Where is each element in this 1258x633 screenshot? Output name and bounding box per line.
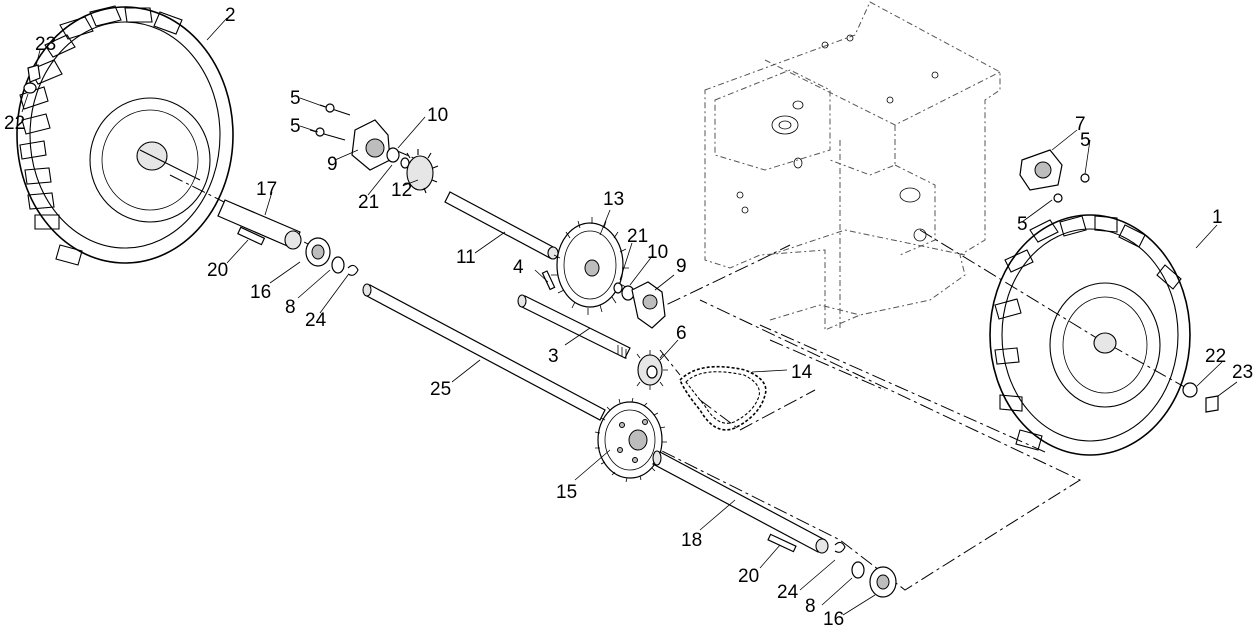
callout-17: 17 <box>256 179 277 200</box>
right-bearing-bracket <box>613 281 666 329</box>
callout-21b: 21 <box>627 226 648 247</box>
callout-24a: 24 <box>305 310 327 331</box>
callout-7: 7 <box>1075 114 1086 135</box>
callout-8a: 8 <box>285 297 296 318</box>
callout-25: 25 <box>430 379 451 400</box>
sprocket-6 <box>636 350 668 390</box>
callout-12: 12 <box>391 180 412 201</box>
callout-10a: 10 <box>427 105 448 126</box>
callout-13: 13 <box>603 189 624 210</box>
callout-14: 14 <box>791 362 813 383</box>
callout-20a: 20 <box>207 260 228 281</box>
pinion-12-shaft-11 <box>406 149 559 260</box>
housing-frame <box>704 1 1001 331</box>
shaft-3-key-4 <box>517 270 631 359</box>
left-bearing-bracket <box>309 103 410 171</box>
left-bearing-stack <box>305 237 359 276</box>
callout-6: 6 <box>676 323 687 344</box>
callout-2: 2 <box>225 5 236 26</box>
callout-1: 1 <box>1212 207 1223 228</box>
callout-3: 3 <box>548 346 559 367</box>
alignment-centerlines <box>169 149 1191 591</box>
callout-21a: 21 <box>358 192 379 213</box>
flange-bearing-7 <box>1019 149 1090 203</box>
callout-10b: 10 <box>647 242 668 263</box>
sprocket-13 <box>551 217 629 315</box>
drive-chain-14 <box>679 365 767 431</box>
callout-23b: 23 <box>1232 362 1253 383</box>
callout-5b: 5 <box>290 116 301 137</box>
right-wheel-assembly <box>989 214 1191 456</box>
leader-lines <box>21 17 1238 616</box>
callout-labels: 1 2 3 4 5 5 5 5 6 7 8 8 9 9 10 10 11 12 … <box>4 5 1253 630</box>
axle-17 <box>217 199 302 250</box>
hub-fasteners <box>23 64 1219 413</box>
callout-20b: 20 <box>738 566 759 587</box>
drive-shaft-25 <box>362 283 606 421</box>
callout-22a: 22 <box>4 113 25 134</box>
callout-5c: 5 <box>1080 130 1091 151</box>
callout-15: 15 <box>556 482 577 503</box>
gear-15 <box>594 397 667 483</box>
callout-24b: 24 <box>777 582 799 603</box>
callout-9a: 9 <box>327 154 338 175</box>
callout-11: 11 <box>456 247 476 268</box>
callout-5a: 5 <box>290 88 301 109</box>
callout-23a: 23 <box>35 34 56 55</box>
callout-4: 4 <box>513 257 524 278</box>
callout-16b: 16 <box>823 609 844 630</box>
callout-8b: 8 <box>805 596 816 617</box>
callout-5d: 5 <box>1017 214 1028 235</box>
callout-16a: 16 <box>250 282 271 303</box>
callout-18: 18 <box>681 530 702 551</box>
left-wheel-assembly <box>16 5 234 266</box>
axle-18 <box>652 450 897 598</box>
callout-22b: 22 <box>1205 346 1226 367</box>
callout-9b: 9 <box>676 256 687 277</box>
